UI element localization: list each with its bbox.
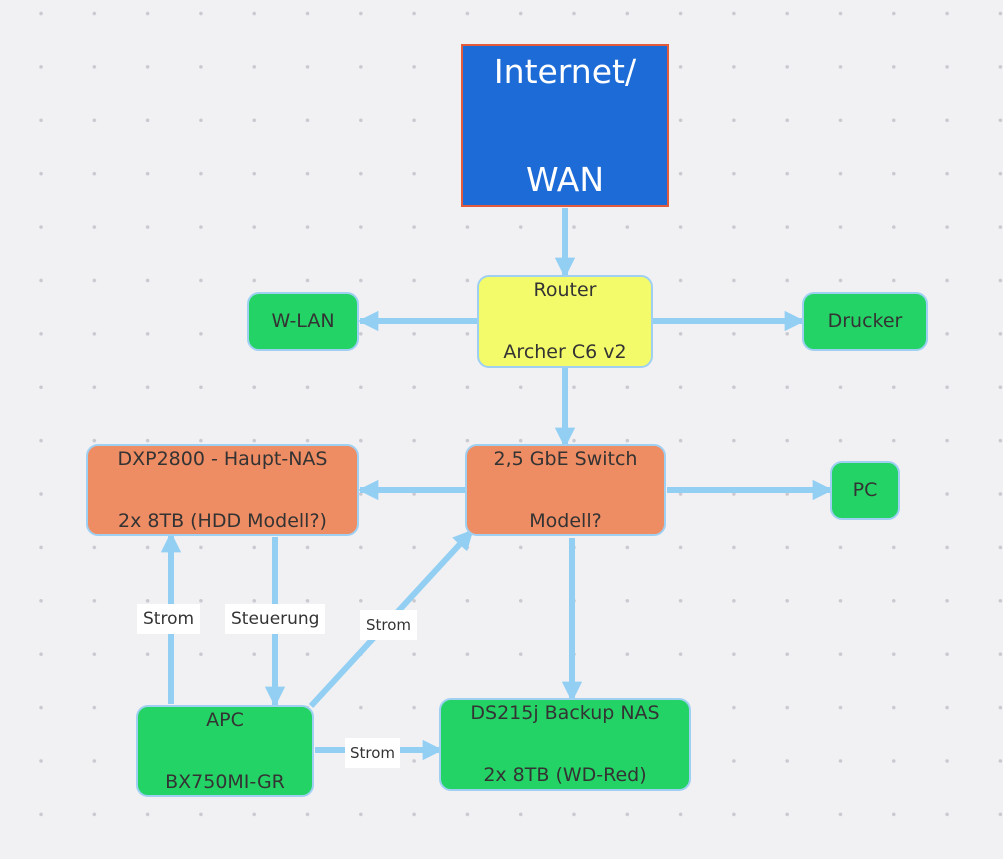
- node-label-line: BX750MI-GR: [165, 770, 285, 793]
- node-ds215j[interactable]: DS215j Backup NAS 2x 8TB (WD-Red): [439, 698, 691, 791]
- node-internet-wan[interactable]: Internet/ WAN: [461, 44, 669, 207]
- node-label-line: Drucker: [827, 310, 903, 332]
- node-label-line: Modell?: [529, 509, 602, 532]
- edge-label-apc-dxp: Strom: [137, 604, 201, 634]
- node-apc[interactable]: APC BX750MI-GR: [136, 705, 314, 797]
- node-label-line: Archer C6 v2: [503, 341, 627, 363]
- edge-label-apc-ds215j: Strom: [345, 738, 401, 768]
- node-wlan[interactable]: W-LAN: [247, 292, 359, 351]
- node-label-line: 2x 8TB (HDD Modell?): [118, 509, 327, 532]
- node-label-line: Router: [533, 279, 597, 301]
- node-switch[interactable]: 2,5 GbE Switch Modell?: [465, 444, 666, 536]
- node-label-line: WAN: [525, 159, 605, 199]
- node-label-line: Internet/: [493, 51, 637, 91]
- node-router[interactable]: Router Archer C6 v2: [477, 275, 653, 368]
- node-label-line: DS215j Backup NAS: [470, 702, 660, 724]
- node-drucker[interactable]: Drucker: [802, 292, 928, 351]
- edge-label-apc-switch: Strom: [360, 610, 418, 640]
- node-label-line: W-LAN: [271, 310, 335, 332]
- node-label-line: PC: [852, 479, 878, 501]
- node-dxp2800[interactable]: DXP2800 - Haupt-NAS 2x 8TB (HDD Modell?): [86, 444, 359, 536]
- node-label-line: 2x 8TB (WD-Red): [483, 764, 647, 786]
- node-label-line: APC: [206, 708, 244, 731]
- node-label-line: DXP2800 - Haupt-NAS: [117, 447, 328, 470]
- edge-label-dxp-apc: Steuerung: [225, 604, 326, 634]
- node-pc[interactable]: PC: [830, 461, 900, 520]
- node-label-line: 2,5 GbE Switch: [493, 447, 638, 470]
